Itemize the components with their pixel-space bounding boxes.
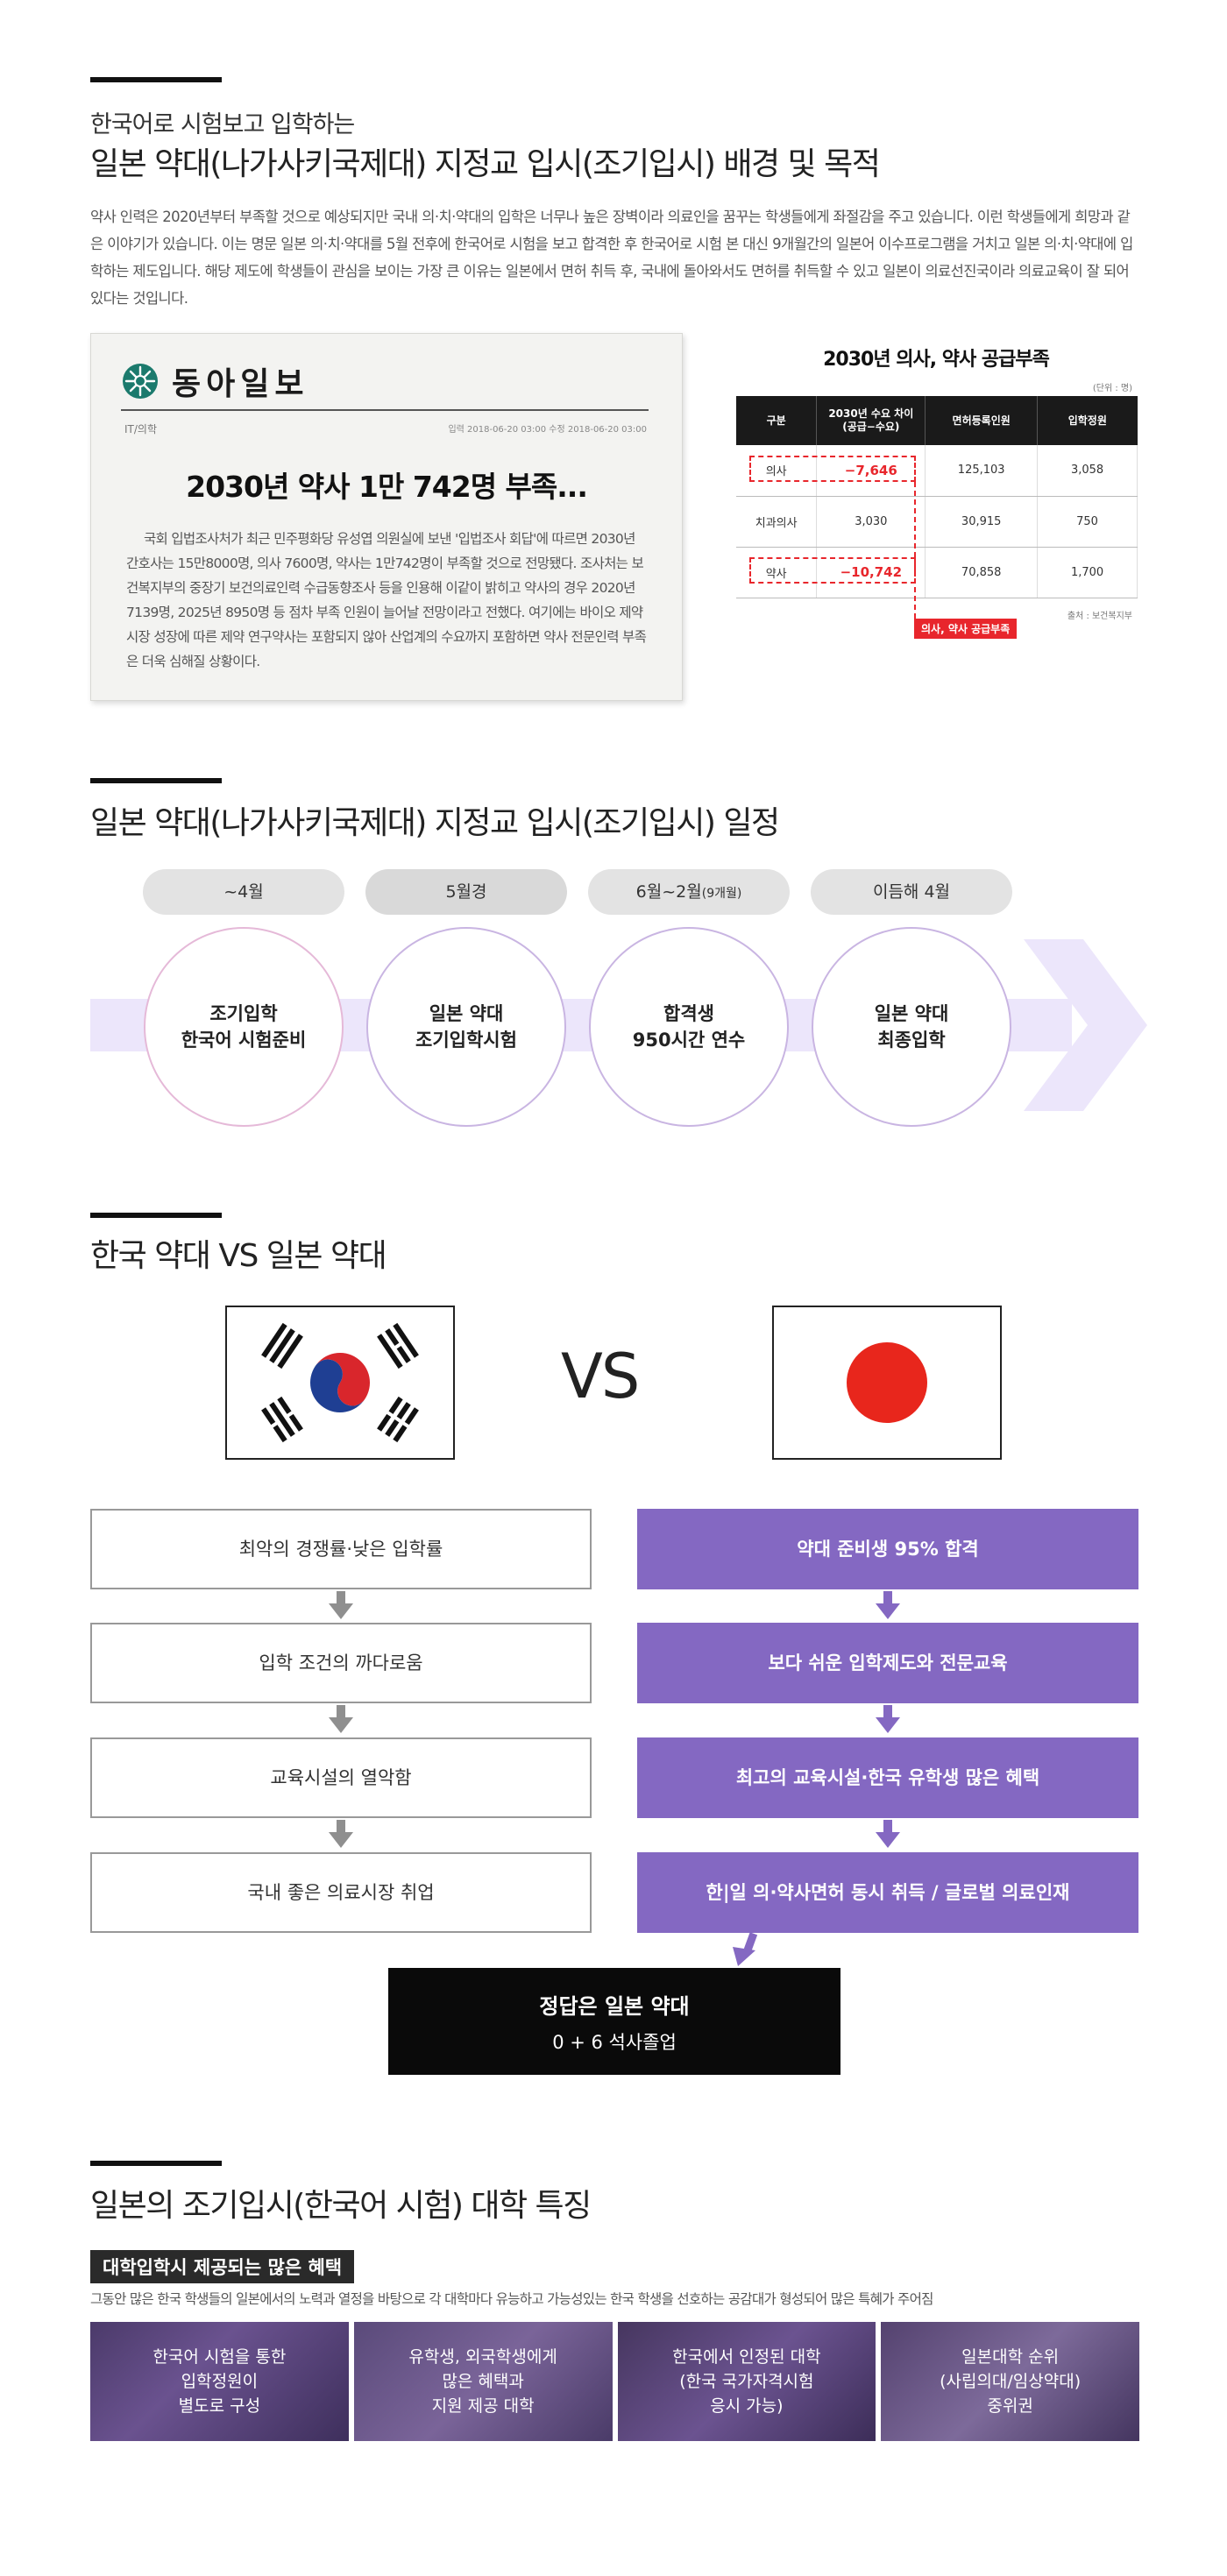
table-header: 입학정원 xyxy=(1037,396,1138,445)
newspaper-name: 동아일보 xyxy=(172,365,309,402)
supply-table: 구분 2030년 수요 차이(공급−수요) 면허등록인원 입학정원 의사 −7,… xyxy=(736,396,1138,598)
table-cell: 3,030 xyxy=(816,496,926,548)
section-divider xyxy=(90,77,222,82)
arrow-down-icon xyxy=(329,1591,353,1619)
table-cell: 3,058 xyxy=(1037,445,1138,497)
schedule-period-pill: 이듬해 4월 xyxy=(811,869,1012,915)
table-header: 면허등록인원 xyxy=(925,396,1039,445)
highlight-connector xyxy=(914,482,916,619)
newspaper-category: IT/의학 xyxy=(124,423,157,435)
korea-point: 교육시설의 열악함 xyxy=(90,1737,592,1818)
table-header: 2030년 수요 차이(공급−수요) xyxy=(816,396,926,445)
arrow-down-icon xyxy=(876,1591,900,1619)
section1-paragraph: 약사 인력은 2020년부터 부족할 것으로 예상되지만 국내 의·치·약대의 … xyxy=(90,209,1133,307)
arrow-down-icon xyxy=(329,1705,353,1733)
table-cell: 30,915 xyxy=(925,496,1039,548)
answer-subtitle: 0 + 6 석사졸업 xyxy=(552,2032,677,2053)
arrow-down-icon xyxy=(329,1820,353,1848)
table-unit: (단위 : 명) xyxy=(1092,384,1132,393)
newspaper-rule xyxy=(121,409,649,411)
japan-flag-icon xyxy=(847,1342,927,1423)
newspaper-clipping: 동아일보 IT/의학 입력 2018-06-20 03:00 수정 2018-0… xyxy=(90,333,683,701)
highlight-dashed-box xyxy=(749,456,916,482)
answer-box: 정답은 일본 약대 0 + 6 석사졸업 xyxy=(388,1968,840,2075)
table-cell: 70,858 xyxy=(925,547,1039,598)
newspaper-body: 국회 입법조사처가 최근 민주평화당 유성엽 의원실에 보낸 '입법조사 회답'… xyxy=(126,531,647,669)
table-cell: 125,103 xyxy=(925,445,1039,497)
table-cell: 1,700 xyxy=(1037,547,1138,598)
korea-flag-icon xyxy=(261,1322,419,1443)
korea-point: 최악의 경쟁률·낮은 입학률 xyxy=(90,1509,592,1589)
korea-flag xyxy=(225,1306,455,1460)
newspaper-dates: 입력 2018-06-20 03:00 수정 2018-06-20 03:00 xyxy=(448,425,647,435)
table-row: 치과의사 3,030 30,915 750 xyxy=(736,496,1138,548)
japan-point: 최고의 교육시설·한국 유학생 많은 혜택 xyxy=(637,1737,1138,1818)
table-cell: −10,742 xyxy=(816,547,926,598)
section2-title: 일본 약대(나가사키국제대) 지정교 입시(조기입시) 일정 xyxy=(90,805,780,841)
table-row: 약사 −10,742 70,858 1,700 xyxy=(736,547,1138,598)
shortage-tag: 의사, 약사 공급부족 xyxy=(914,619,1018,639)
japan-point: 한|일 의·약사면허 동시 취득 / 글로벌 의료인재 xyxy=(637,1852,1138,1933)
japan-point: 약대 준비생 95% 합격 xyxy=(637,1509,1138,1589)
korea-point: 입학 조건의 까다로움 xyxy=(90,1623,592,1703)
benefit-card: 일본대학 순위(사립의대/임상약대)중위권 xyxy=(881,2322,1139,2441)
section1-title: 일본 약대(나가사키국제대) 지정교 입시(조기입시) 배경 및 목적 xyxy=(90,146,881,182)
schedule-period-pill: 5월경 xyxy=(365,869,567,915)
section3-title: 한국 약대 VS 일본 약대 xyxy=(90,1238,387,1274)
section-divider xyxy=(90,778,222,783)
arrow-down-icon xyxy=(876,1705,900,1733)
section4-title: 일본의 조기입시(한국어 시험) 대학 특징 xyxy=(90,2188,592,2224)
korea-point: 국내 좋은 의료시장 취업 xyxy=(90,1852,592,1933)
newspaper-headline: 2030년 약사 1만 742명 부족... xyxy=(186,470,588,504)
table-cell: 치과의사 xyxy=(736,496,818,548)
table-title: 2030년 의사, 약사 공급부족 xyxy=(823,349,1050,371)
section-divider xyxy=(90,1213,222,1218)
vs-label: VS xyxy=(561,1341,640,1412)
table-source: 출처 : 보건복지부 xyxy=(1067,612,1132,621)
table-header: 구분 xyxy=(736,396,818,445)
donga-logo-icon xyxy=(123,364,158,399)
section1-subtitle: 한국어로 시험보고 입학하는 xyxy=(90,111,355,138)
table-cell: −7,646 xyxy=(816,445,926,497)
section4-paragraph: 그동안 많은 한국 학생들의 일본에서의 노력과 열정을 바탕으로 각 대학마다… xyxy=(90,2291,933,2307)
section-divider xyxy=(90,2161,222,2166)
arrow-down-icon xyxy=(876,1820,900,1848)
highlight-dashed-box xyxy=(749,557,916,584)
schedule-period-pill: ~4월 xyxy=(143,869,344,915)
benefits-tag: 대학입학시 제공되는 많은 혜택 xyxy=(90,2250,355,2283)
newspaper-logo: 동아일보 xyxy=(121,358,309,404)
table-row: 의사 −7,646 125,103 3,058 xyxy=(736,445,1138,497)
japan-flag xyxy=(772,1306,1002,1460)
table-header-row: 구분 2030년 수요 차이(공급−수요) 면허등록인원 입학정원 xyxy=(736,396,1138,445)
japan-point: 보다 쉬운 입학제도와 전문교육 xyxy=(637,1623,1138,1703)
schedule-period-pill: 6월~2월(9개월) xyxy=(588,869,790,915)
arrow-down-left-icon xyxy=(733,1933,758,1966)
answer-title: 정답은 일본 약대 xyxy=(539,1994,690,2019)
table-cell: 750 xyxy=(1037,496,1138,548)
